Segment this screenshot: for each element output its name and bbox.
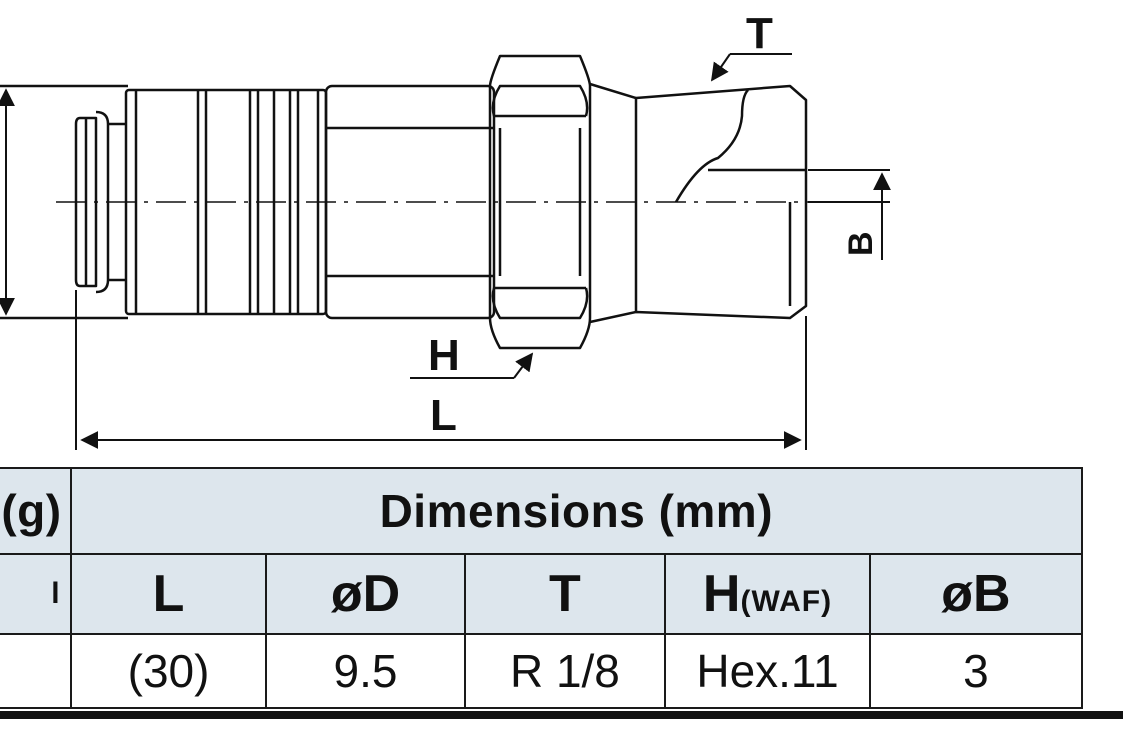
coupler-technical-drawing: B T H L [0, 9, 891, 450]
column-header-l: L [69, 553, 268, 635]
column-header-h: H(WAF) [664, 553, 871, 635]
table-header-row: s (g) Dimensions (mm) [0, 467, 1084, 555]
dimension-label-b: B [842, 231, 880, 256]
cell-b: 3 [868, 633, 1084, 709]
cell-h: Hex.11 [664, 633, 871, 709]
bore-dimension [808, 169, 891, 260]
column-header-b: øB [868, 553, 1084, 635]
table-bottom-rule [0, 711, 1123, 719]
mass-header: s (g) [0, 467, 72, 555]
dimensions-header: Dimensions (mm) [69, 467, 1084, 555]
column-header-t: T [463, 553, 667, 635]
hex-leader [410, 352, 534, 379]
cell-mass [0, 633, 72, 709]
cell-d: 9.5 [265, 633, 466, 709]
table-row: (30) 9.5 R 1/8 Hex.11 3 [0, 633, 1084, 709]
length-dimension [75, 290, 807, 450]
column-header-d: øD [265, 553, 466, 635]
dimension-label-t: T [746, 9, 773, 58]
dimension-label-l: L [430, 391, 457, 440]
hex-nut [488, 54, 592, 350]
cell-l: (30) [69, 633, 268, 709]
dimensions-table: s (g) Dimensions (mm) l L øD T H(WAF) øB… [0, 467, 1084, 709]
cell-t: R 1/8 [463, 633, 667, 709]
table-subheader-row: l L øD T H(WAF) øB [0, 553, 1084, 635]
thread-leader [710, 53, 792, 82]
mass-subheader: l [0, 553, 72, 635]
tapered-thread [589, 82, 808, 324]
waf-note: (WAF) [740, 585, 833, 618]
dimension-label-h: H [428, 331, 460, 380]
coupler-sleeve-body [0, 84, 128, 320]
